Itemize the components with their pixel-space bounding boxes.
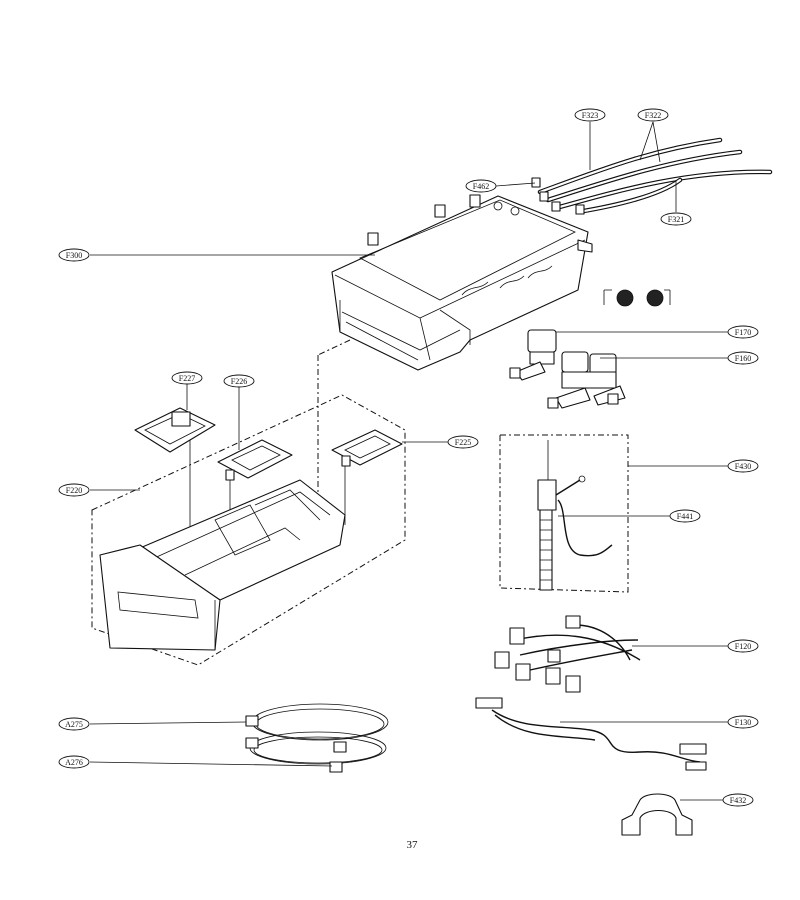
wire-harness-f130 (475, 697, 707, 771)
svg-text:F462: F462 (473, 182, 489, 191)
svg-text:F432: F432 (730, 796, 746, 805)
label-f160: F160 (727, 351, 759, 365)
part-f225 (331, 429, 403, 467)
svg-text:F226: F226 (231, 377, 247, 386)
label-f226: F226 (223, 374, 255, 388)
label-f300: F300 (58, 248, 90, 262)
siphon-caps (134, 407, 403, 481)
valve-f170 (509, 329, 557, 381)
svg-text:F227: F227 (179, 374, 195, 383)
callout-labels: F323 F322 F462 F321 F300 F170 F160 F227 (58, 108, 759, 807)
svg-text:F160: F160 (735, 354, 751, 363)
label-f225: F225 (447, 435, 479, 449)
svg-text:A275: A275 (65, 720, 83, 729)
label-f323: F323 (574, 108, 606, 122)
page-number: 37 (407, 839, 419, 851)
svg-text:F300: F300 (66, 251, 82, 260)
label-f120: F120 (727, 639, 759, 653)
label-f322: F322 (637, 108, 669, 122)
svg-text:F130: F130 (735, 718, 751, 727)
svg-text:F430: F430 (735, 462, 751, 471)
label-f441: F441 (669, 509, 701, 523)
part-f227 (134, 407, 216, 453)
label-f432: F432 (722, 793, 754, 807)
dispenser-housing (331, 194, 593, 371)
leader-lines (89, 121, 730, 801)
label-f170: F170 (727, 325, 759, 339)
svg-text:F120: F120 (735, 642, 751, 651)
detergent-drawer (91, 394, 406, 666)
part-f226 (217, 439, 293, 481)
label-f430: F430 (727, 459, 759, 473)
label-a276: A276 (58, 755, 90, 769)
label-f321: F321 (660, 212, 692, 226)
hose-clip-f432 (621, 793, 693, 836)
inlet-hoses (531, 137, 773, 215)
label-f130: F130 (727, 715, 759, 729)
fill-hoses (245, 703, 389, 773)
svg-text:F321: F321 (668, 215, 684, 224)
svg-text:A276: A276 (65, 758, 83, 767)
label-f220: F220 (58, 483, 90, 497)
svg-text:F220: F220 (66, 486, 82, 495)
label-f462: F462 (465, 179, 497, 193)
label-a275: A275 (58, 717, 90, 731)
wire-harness-f120 (494, 615, 641, 693)
svg-text:F322: F322 (645, 111, 661, 120)
valve-f160 (547, 351, 626, 409)
svg-text:F225: F225 (455, 438, 471, 447)
svg-text:F323: F323 (582, 111, 598, 120)
heater-assembly (499, 434, 629, 593)
svg-text:F441: F441 (677, 512, 693, 521)
label-f227: F227 (171, 371, 203, 385)
water-valves (509, 289, 671, 409)
svg-text:F170: F170 (735, 328, 751, 337)
